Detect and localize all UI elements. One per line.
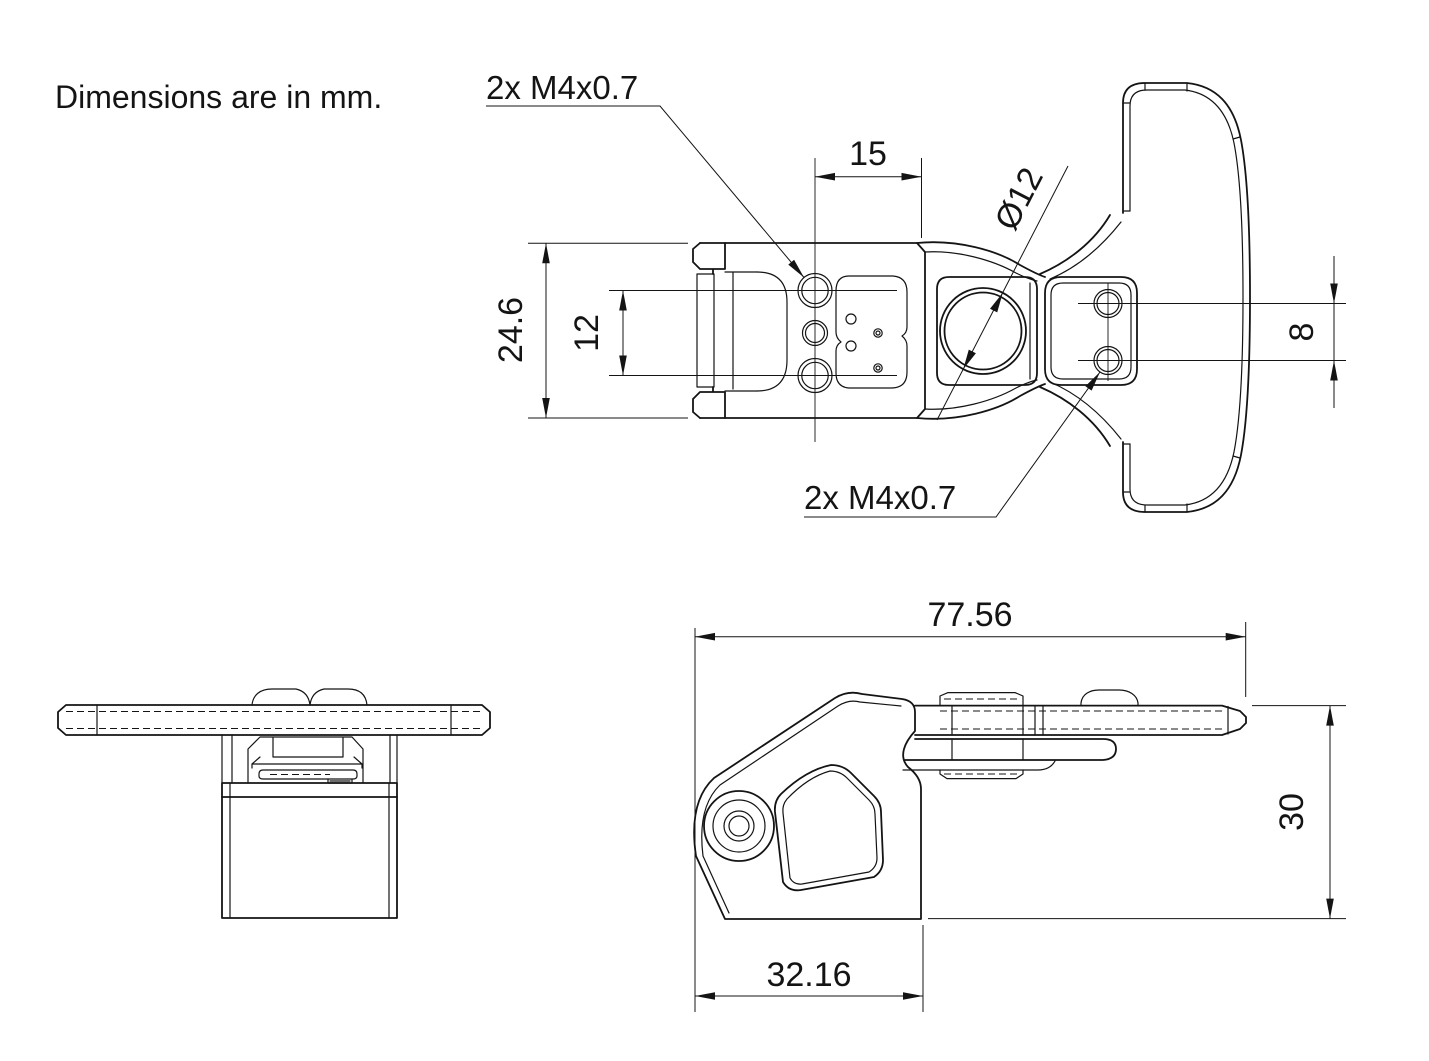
dim-body-width: 24.6 xyxy=(492,297,530,363)
dim-base-length: 32.16 xyxy=(766,956,851,994)
side-view-part xyxy=(693,689,1247,920)
thread-label-top: 2x M4x0.7 xyxy=(486,69,638,106)
thread-label-bottom: 2x M4x0.7 xyxy=(804,479,956,516)
dimension-12: 12 xyxy=(568,290,627,376)
dimension-30: 30 xyxy=(928,705,1346,920)
dim-bracket-hole-spacing: 8 xyxy=(1283,323,1321,342)
dimension-77.56: 77.56 xyxy=(694,596,1247,1012)
top-view-part xyxy=(609,82,1346,513)
thread-callout-top: 2x M4x0.7 xyxy=(486,69,805,278)
dim-overall-height: 30 xyxy=(1273,793,1311,831)
units-note: Dimensions are in mm. xyxy=(55,79,382,115)
dimension-32.16: 32.16 xyxy=(695,925,924,1012)
dimension-24.6: 24.6 xyxy=(492,242,688,419)
dimension-15: 15 xyxy=(815,135,922,238)
dim-shaft-diameter: Ø12 xyxy=(988,162,1051,237)
dim-hole-offset: 15 xyxy=(849,135,887,173)
dim-overall-length: 77.56 xyxy=(927,596,1012,634)
front-view-part xyxy=(57,688,491,919)
dimension-8: 8 xyxy=(1283,256,1338,408)
thread-callout-bottom: 2x M4x0.7 xyxy=(804,371,1101,518)
dim-hole-spacing: 12 xyxy=(568,314,606,352)
